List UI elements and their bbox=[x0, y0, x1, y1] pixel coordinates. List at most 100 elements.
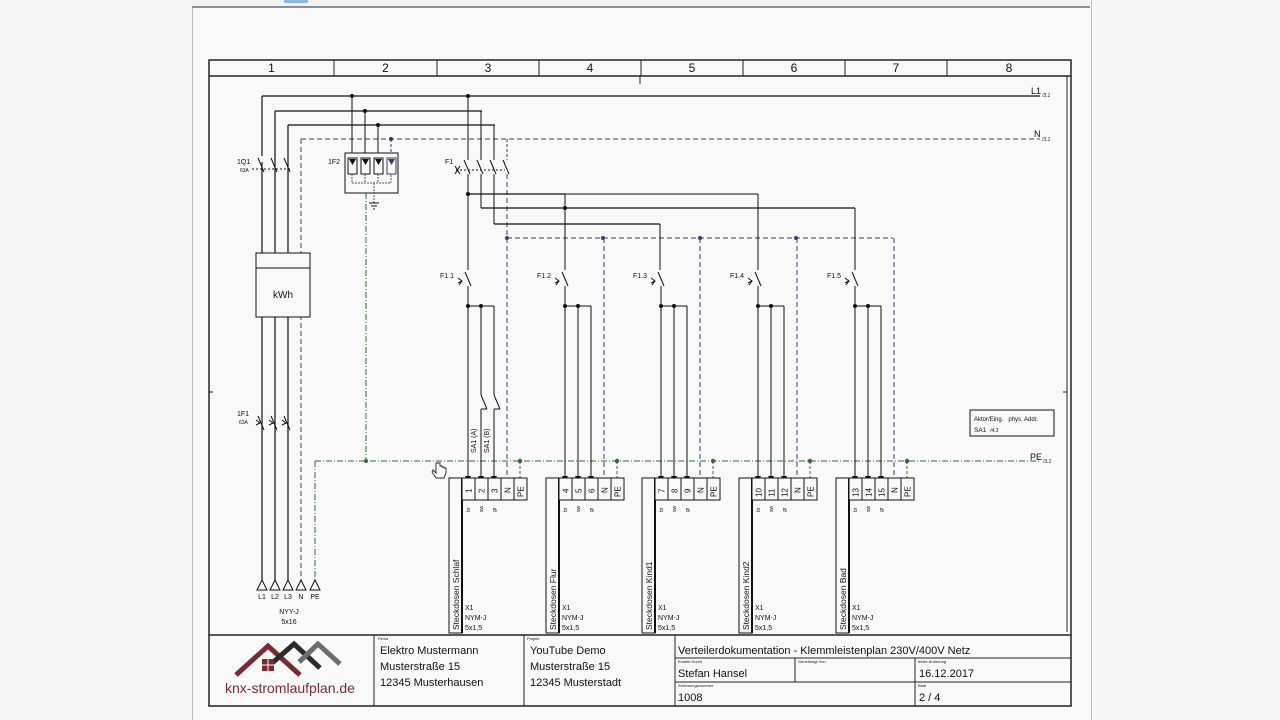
wire-color-label: sw bbox=[576, 506, 582, 513]
column-number: 1 bbox=[268, 61, 275, 75]
rcd-f1 bbox=[454, 96, 510, 270]
last-change-label: letzte Änderung bbox=[918, 659, 946, 664]
busbar-l1-label: L1 bbox=[1031, 86, 1041, 96]
terminal-number: PE bbox=[614, 486, 623, 497]
junction bbox=[710, 458, 716, 464]
junction bbox=[376, 123, 380, 127]
terminal-number: 14 bbox=[865, 488, 874, 497]
busbar-pe-ref: /3.1 bbox=[1042, 459, 1052, 465]
rcd-label: F1 bbox=[445, 159, 453, 166]
junction bbox=[466, 94, 470, 98]
breaker-contact bbox=[657, 271, 665, 287]
terminal-number: N bbox=[601, 487, 610, 493]
legend-row-ref: /4.3 bbox=[989, 428, 999, 434]
junction bbox=[807, 458, 813, 464]
fuse-1f1 bbox=[255, 415, 291, 431]
busbar-l1-ref: /3.1 bbox=[1041, 93, 1051, 99]
junction bbox=[363, 109, 367, 113]
breaker-contact bbox=[754, 271, 762, 287]
wire-color-label: gr bbox=[589, 507, 595, 512]
project-field-label: Projekt bbox=[527, 636, 540, 641]
breaker-label: F1.5 bbox=[827, 273, 841, 280]
cable-size: 5x1,5 bbox=[465, 625, 482, 632]
column-number: 8 bbox=[1006, 61, 1013, 75]
cable-size: 5x1,5 bbox=[852, 625, 869, 632]
junction bbox=[389, 137, 393, 141]
surge-protector-label: 1F2 bbox=[328, 159, 340, 166]
wire-color-label: gr bbox=[685, 507, 691, 512]
wire-color-label: gr bbox=[492, 507, 498, 512]
project-city: 12345 Musterstadt bbox=[530, 677, 621, 689]
wire-color-label: sw bbox=[672, 506, 678, 513]
firm-street: Musterstraße 15 bbox=[380, 661, 460, 673]
terminal-number: PE bbox=[807, 486, 816, 497]
legend-row-label: SA1 bbox=[974, 427, 987, 434]
terminal-number: 1 bbox=[465, 488, 474, 493]
wire-color-label: br bbox=[756, 507, 762, 512]
breaker-trip-icon bbox=[457, 277, 463, 286]
circuit-name: Steckdosen Schlaf bbox=[451, 559, 461, 630]
circuit-name: Steckdosen Flur bbox=[548, 568, 558, 630]
terminal-number: PE bbox=[904, 486, 913, 497]
last-change-date: 16.12.2017 bbox=[919, 668, 974, 680]
terminal-number: 12 bbox=[781, 488, 790, 497]
wire-color-label: br bbox=[563, 507, 569, 512]
viewer-tab-indicator[interactable] bbox=[284, 0, 308, 3]
breaker-contact bbox=[464, 271, 472, 287]
terminal-number: 13 bbox=[852, 488, 861, 497]
feed-terminal-label: N bbox=[298, 594, 303, 601]
legend-box bbox=[969, 409, 1055, 437]
cable-size: 5x1,5 bbox=[562, 625, 579, 632]
terminal-triangle-icon bbox=[269, 578, 281, 591]
energy-meter-label: kWh bbox=[273, 290, 293, 301]
terminal-number: 7 bbox=[658, 488, 667, 493]
terminal-triangle-icon bbox=[256, 578, 268, 591]
drawing-frame bbox=[208, 59, 1072, 707]
terminal-number: 2 bbox=[478, 488, 487, 493]
terminal-strip-id: X1 bbox=[465, 605, 474, 612]
column-number: 2 bbox=[382, 61, 389, 75]
terminal-strip-id: X1 bbox=[852, 605, 861, 612]
busbar-n-ref: /3.1 bbox=[1041, 137, 1051, 143]
wire-color-label: gr bbox=[879, 507, 885, 512]
terminal-number: N bbox=[504, 487, 513, 493]
approved-by-label: Genehmigt Von bbox=[798, 659, 826, 664]
drawing-number: 1008 bbox=[678, 692, 702, 704]
main-switch-rating: 63A bbox=[240, 168, 250, 174]
breaker-label: F1.2 bbox=[537, 273, 551, 280]
breaker-label: F1.4 bbox=[730, 273, 744, 280]
terminal-strip-id: X1 bbox=[658, 605, 667, 612]
firm-field-label: Firma bbox=[378, 636, 389, 641]
feed-wires bbox=[261, 96, 289, 580]
project-street: Musterstraße 15 bbox=[530, 661, 610, 673]
cable-size: 5x1,5 bbox=[755, 625, 772, 632]
feed-terminal-label: L1 bbox=[258, 594, 266, 601]
terminal-cell bbox=[610, 477, 625, 501]
cable-type: NYM-J bbox=[658, 615, 679, 622]
breaker-contact bbox=[851, 271, 859, 287]
breaker-trip-icon bbox=[554, 277, 560, 286]
terminal-number: PE bbox=[517, 486, 526, 497]
created-by: Stefan Hansel bbox=[678, 668, 747, 680]
logo-text[interactable]: knx-stromlaufplan.de bbox=[225, 680, 355, 696]
circuit-name: Steckdosen Kind2 bbox=[741, 561, 751, 630]
created-by-label: Erstellt Durch bbox=[678, 659, 702, 664]
terminal-number: 10 bbox=[755, 488, 764, 497]
main-switch-label: 1Q1 bbox=[237, 159, 250, 166]
breaker-trip-icon bbox=[844, 277, 850, 286]
terminal-number: 4 bbox=[562, 488, 571, 493]
terminal-number: 5 bbox=[575, 488, 584, 493]
document-title: Verteilerdokumentation - Klemmleistenpla… bbox=[678, 645, 970, 657]
breaker-label: F1.1 bbox=[440, 273, 454, 280]
circuit-name: Steckdosen Kind1 bbox=[644, 561, 654, 630]
wire-color-label: sw bbox=[769, 506, 775, 513]
actuator-contacts bbox=[480, 394, 501, 410]
junction bbox=[350, 94, 354, 98]
wire-color-label: sw bbox=[866, 506, 872, 513]
busbar-pe-label: PE bbox=[1030, 452, 1042, 462]
circuit-name: Steckdosen Bad bbox=[838, 568, 848, 630]
